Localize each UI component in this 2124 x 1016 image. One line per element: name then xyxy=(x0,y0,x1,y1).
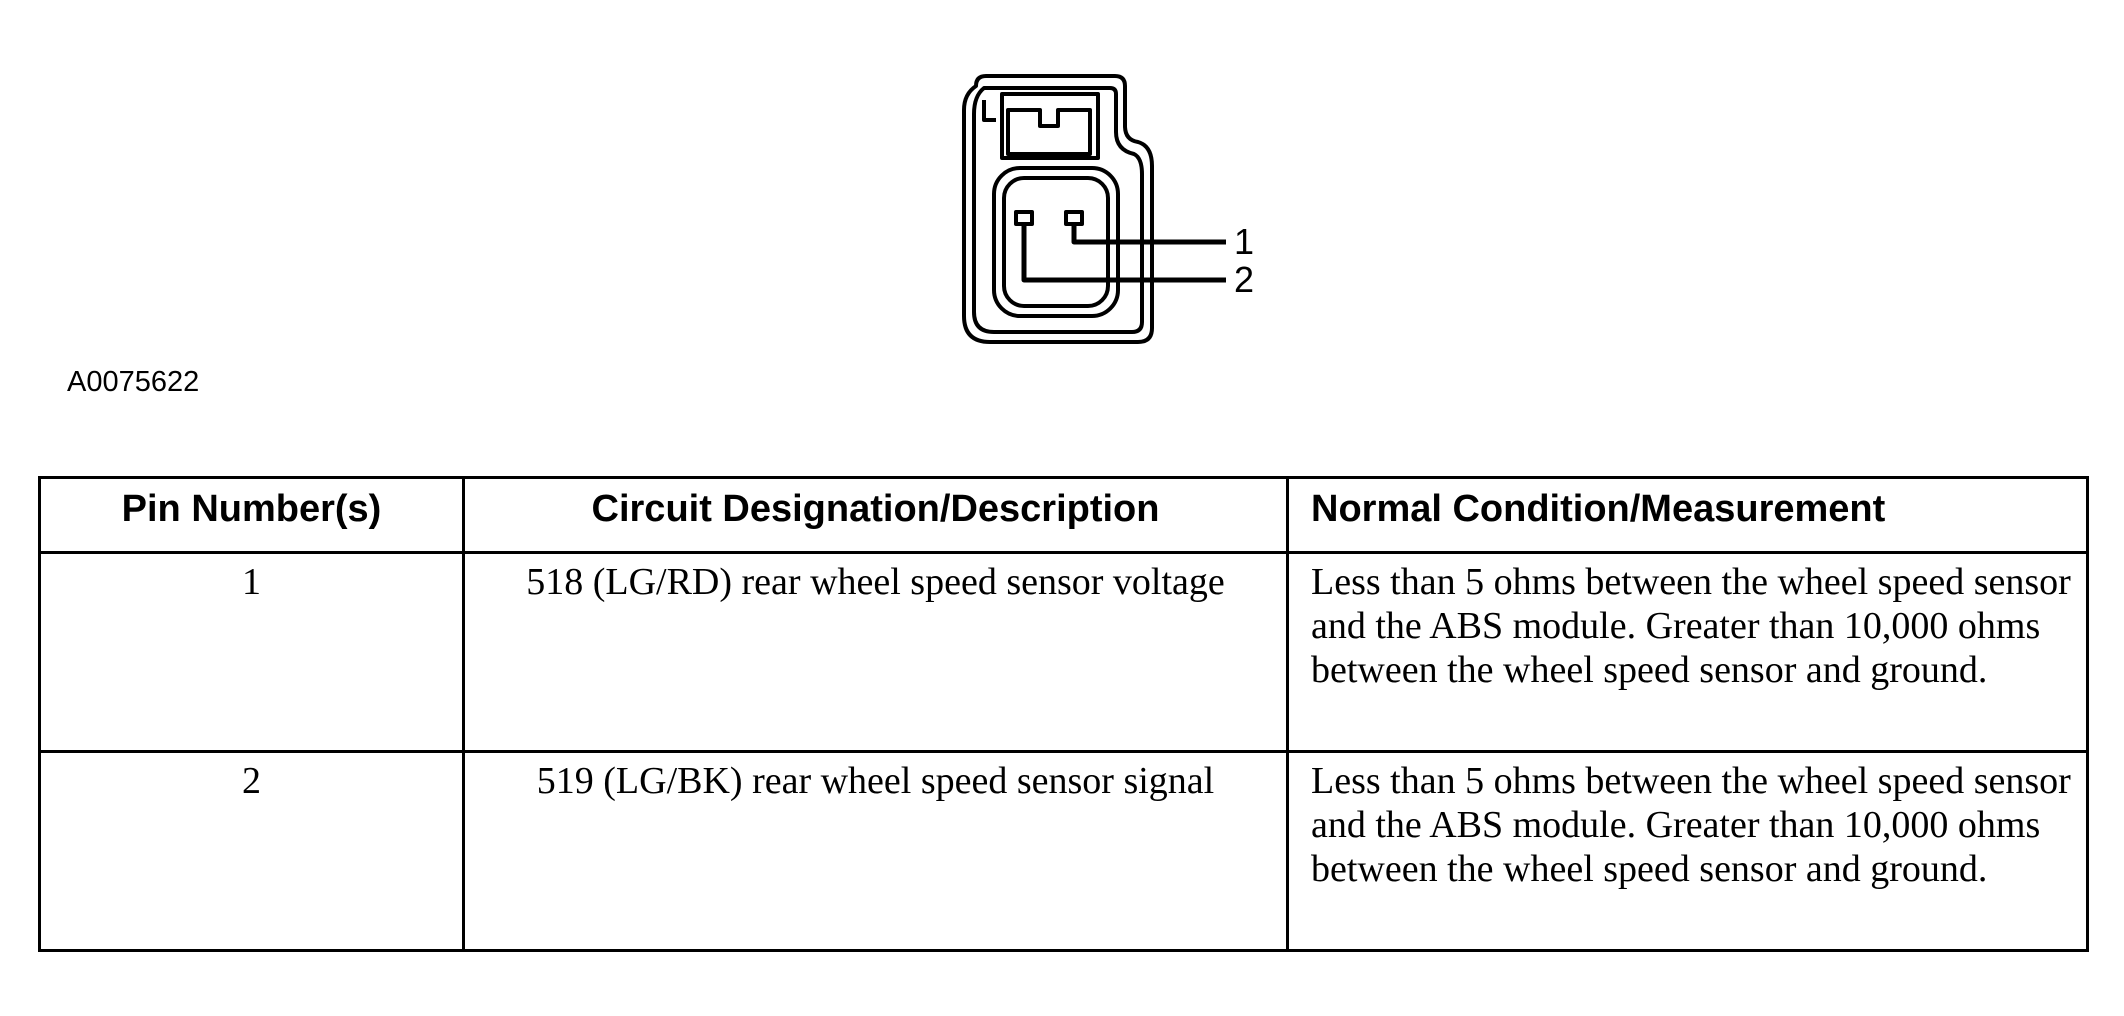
header-pin-numbers: Pin Number(s) xyxy=(38,476,465,554)
leader-line-pin-1 xyxy=(1071,224,1226,245)
image-reference-id: A0075622 xyxy=(67,366,200,398)
header-circuit-designation: Circuit Designation/Description xyxy=(462,476,1289,554)
table-row: 2 519 (LG/BK) rear wheel speed sensor si… xyxy=(38,750,2089,952)
locking-tab-frame xyxy=(1000,92,1100,160)
leader-line-pin-2 xyxy=(1021,224,1226,283)
pin-number-cell: 2 xyxy=(38,750,465,952)
connector-housing-inner xyxy=(972,86,1144,334)
table-row: 1 518 (LG/RD) rear wheel speed sensor vo… xyxy=(38,551,2089,753)
connector-housing-outer xyxy=(962,74,1154,344)
circuit-description-cell: 518 (LG/RD) rear wheel speed sensor volt… xyxy=(462,551,1289,753)
terminal-pin-2 xyxy=(1014,210,1034,226)
measurement-cell: Less than 5 ohms between the wheel speed… xyxy=(1286,551,2089,753)
pin-label-1: 1 xyxy=(1234,221,1254,262)
housing-corner-mark xyxy=(982,100,996,122)
measurement-cell: Less than 5 ohms between the wheel speed… xyxy=(1286,750,2089,952)
table-header-row: Pin Number(s) Circuit Designation/Descri… xyxy=(38,476,2089,554)
terminal-pin-1 xyxy=(1064,210,1084,226)
pinout-table: Pin Number(s) Circuit Designation/Descri… xyxy=(38,476,2089,952)
pin-label-2: 2 xyxy=(1234,259,1254,300)
locking-tab xyxy=(1006,108,1092,156)
connector-diagram: 1 2 xyxy=(962,74,1254,344)
header-normal-condition: Normal Condition/Measurement xyxy=(1286,476,2089,554)
pin-number-cell: 1 xyxy=(38,551,465,753)
circuit-description-cell: 519 (LG/BK) rear wheel speed sensor sign… xyxy=(462,750,1289,952)
